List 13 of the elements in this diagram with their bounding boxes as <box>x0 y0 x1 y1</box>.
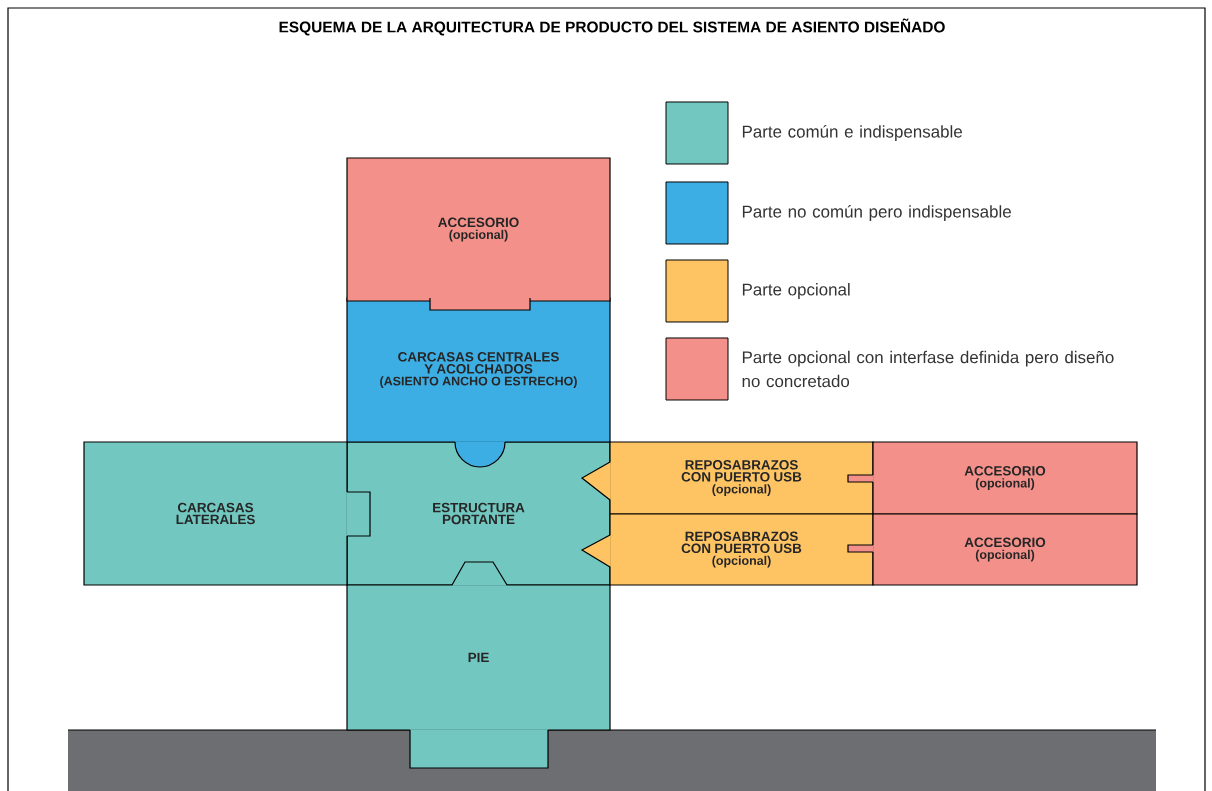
structure-block: PIE <box>346 561 611 769</box>
legend-label: Parte opcional <box>742 283 850 299</box>
accessory-block: ACCESORIO (opcional) <box>346 157 611 311</box>
legend-label: Parte opcional con interfase definida pero diseño no concretado <box>742 350 1114 388</box>
structure-block: CARCASAS LATERALES <box>83 441 371 586</box>
legend-label: Parte no común pero indispensable <box>742 205 1011 221</box>
armrest-block: REPOSABRAZOS CON PUERTO USB (opcional) <box>580 513 874 586</box>
armrest-block: REPOSABRAZOS CON PUERTO USB (opcional) <box>580 441 874 515</box>
title: ESQUEMA DE LA ARQUITECTURA DE PRODUCTO DEL SISTEMA DE ASIENTO DISEÑADO <box>279 18 945 36</box>
accessory-block: ACCESORIO (opcional) <box>847 513 1138 586</box>
accessory-block: ACCESORIO (opcional) <box>847 441 1138 515</box>
legend-label: Parte común e indispensable <box>742 125 962 141</box>
shell-block: CARCASAS CENTRALES Y ACOLCHADOS (ASIENTO ANCHO O ESTRECHO) <box>346 297 611 468</box>
